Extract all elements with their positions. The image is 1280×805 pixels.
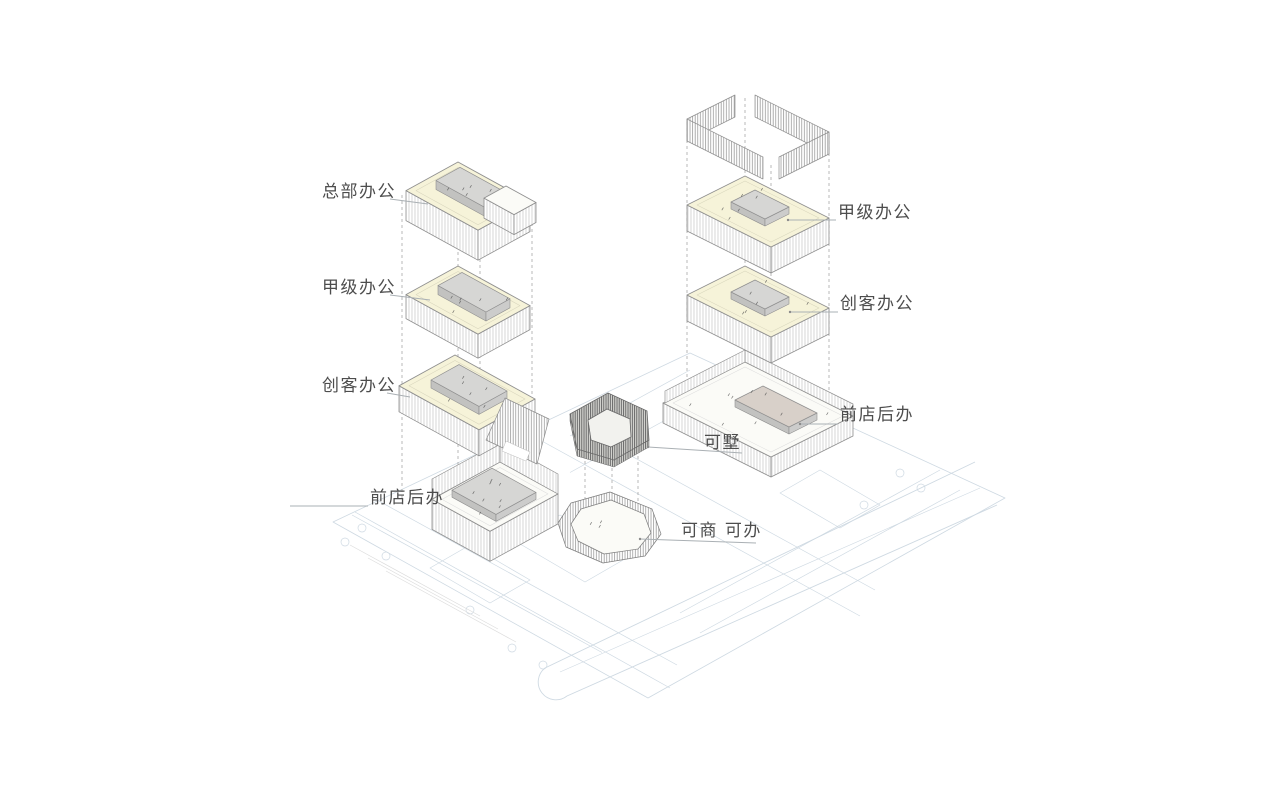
label-grade-a-office-left: 甲级办公 xyxy=(322,278,396,298)
building-shop-front-right xyxy=(662,349,854,478)
label-grade-a-office-right: 甲级办公 xyxy=(838,203,912,223)
pavilion-villa-capable xyxy=(569,392,650,468)
building-shop-front-left xyxy=(431,441,559,562)
building-maker-office-right xyxy=(686,265,830,364)
label-shop-front-right: 前店后办 xyxy=(840,405,914,425)
label-shop-front-left: 前店后办 xyxy=(370,488,444,508)
pavilion-commerce-office-capable xyxy=(557,491,662,564)
label-maker-office-right: 创客办公 xyxy=(840,294,914,314)
building-crown-parapet xyxy=(686,94,830,180)
label-villa-capable: 可墅 xyxy=(704,433,741,453)
label-commerce-office-capable: 可商 可办 xyxy=(681,521,762,541)
label-hq-office: 总部办公 xyxy=(322,182,396,202)
label-maker-office-left: 创客办公 xyxy=(322,376,396,396)
building-grade-a-office-left xyxy=(405,265,531,359)
building-hq-annex xyxy=(483,185,537,236)
building-maker-office-left xyxy=(398,354,550,465)
building-grade-a-office-right xyxy=(686,175,830,274)
leader-lines xyxy=(290,198,838,544)
